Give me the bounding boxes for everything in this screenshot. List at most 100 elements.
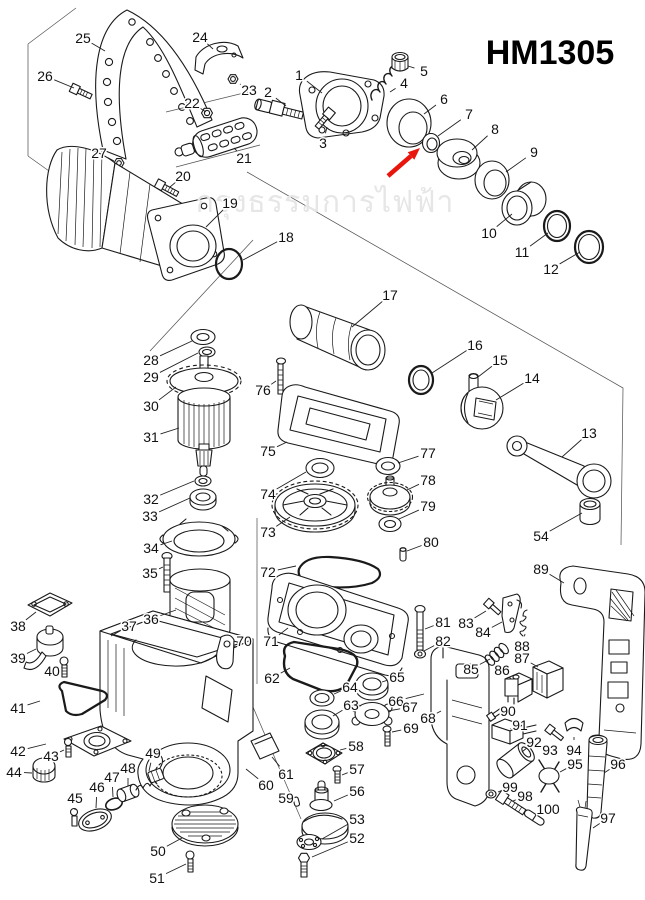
leader-line-12	[559, 251, 581, 265]
leader-line-83	[474, 610, 487, 619]
part-label-72: 72	[260, 564, 276, 580]
part-label-46: 46	[89, 779, 105, 795]
leader-line-82	[423, 645, 435, 652]
leader-line-98	[512, 799, 516, 802]
part-label-2: 2	[264, 84, 272, 100]
part-31-armature	[177, 387, 231, 477]
part-label-48: 48	[120, 760, 136, 776]
part-75-cover	[277, 384, 400, 466]
part-51-screw	[185, 850, 195, 873]
part-label-32: 32	[143, 491, 159, 507]
part-94-clamp	[564, 717, 584, 732]
part-66-rear-cover	[430, 645, 490, 807]
watermark: กรุงธรรมการไฟฟ้า	[196, 184, 455, 221]
part-90-screw	[486, 707, 504, 722]
part-96-cord-guard	[586, 734, 608, 819]
part-91-connector	[491, 718, 537, 745]
part-label-60: 60	[258, 777, 274, 793]
part-label-79: 79	[420, 498, 436, 514]
leader-line-87	[530, 662, 539, 668]
leader-line-15	[477, 365, 493, 378]
part-8-spring-guide	[436, 138, 481, 180]
leader-line-75	[276, 441, 288, 448]
leader-line-13	[561, 439, 582, 458]
part-label-47: 47	[104, 769, 120, 785]
part-label-25: 25	[75, 30, 91, 46]
leader-line-2	[275, 97, 287, 107]
part-70-plate	[216, 634, 235, 670]
part-label-84: 84	[475, 624, 491, 640]
leader-line-33	[158, 497, 191, 513]
red-pointer-arrow	[386, 148, 420, 178]
leader-line-73	[276, 516, 291, 527]
leader-line-32	[160, 480, 195, 496]
leader-line-63	[332, 709, 343, 717]
part-45-screw	[69, 807, 79, 827]
leader-line-17	[351, 301, 383, 328]
part-label-95: 95	[567, 756, 583, 772]
part-21-grip	[174, 117, 258, 158]
leader-line-11	[529, 232, 549, 247]
part-9-ring	[474, 160, 510, 200]
part-label-100: 100	[536, 801, 560, 817]
leader-line-81	[424, 625, 434, 630]
part-79-bearing	[378, 515, 402, 533]
part-86-switch	[504, 672, 533, 705]
part-10-sleeve	[501, 181, 547, 226]
part-label-73: 73	[260, 524, 276, 540]
part-11-ring	[542, 209, 572, 243]
part-label-1: 1	[295, 67, 303, 83]
leader-line-53	[321, 823, 349, 840]
part-64-ring	[309, 689, 335, 707]
part-74-bearing	[305, 457, 335, 479]
leader-line-22	[200, 108, 207, 113]
leader-line-72	[277, 565, 297, 571]
leader-line-71	[278, 627, 289, 636]
part-label-94: 94	[566, 742, 582, 758]
part-label-58: 58	[348, 738, 364, 754]
part-58-flange-plate	[305, 742, 343, 765]
part-62-gasket	[282, 640, 359, 693]
part-89-handle	[559, 565, 645, 760]
part-label-18: 18	[278, 229, 294, 245]
part-16-ring	[407, 364, 435, 396]
part-39-pump	[23, 625, 64, 671]
leader-line-5	[407, 65, 415, 69]
part-43-screw	[63, 737, 73, 758]
part-78-gear	[366, 475, 414, 516]
part-label-6: 6	[440, 91, 448, 107]
leader-line-84	[491, 621, 503, 628]
leader-line-19	[205, 209, 224, 228]
part-65-bearing	[355, 672, 389, 701]
part-48-plug	[116, 783, 140, 803]
part-69-screw	[382, 725, 392, 747]
part-label-74: 74	[260, 486, 276, 502]
part-6-bearing-ring	[386, 98, 432, 148]
part-3-bolt	[314, 106, 336, 130]
part-label-5: 5	[420, 63, 428, 79]
leader-line-7	[437, 119, 462, 137]
part-87-switch-cover	[532, 660, 564, 699]
part-label-83: 83	[458, 615, 474, 631]
part-label-92: 92	[526, 734, 542, 750]
leader-line-10	[496, 213, 513, 227]
part-33-bearing	[189, 488, 217, 511]
part-50-baffle-plate	[171, 804, 239, 847]
leader-line-95	[559, 768, 567, 773]
part-24-bracket	[194, 41, 244, 75]
part-label-61: 61	[278, 766, 294, 782]
part-35-screw	[161, 551, 173, 593]
part-17-cylinder	[289, 304, 386, 371]
part-label-39: 39	[10, 650, 26, 666]
crankcase-housing	[99, 610, 254, 806]
leader-line-43	[59, 749, 65, 753]
part-label-49: 49	[145, 745, 161, 761]
leader-line-28	[159, 340, 193, 357]
part-label-62: 62	[264, 670, 280, 686]
leader-line-18	[242, 241, 278, 261]
part-93-screw	[544, 723, 565, 742]
part-label-37: 37	[121, 618, 137, 634]
leader-line-86	[508, 676, 512, 680]
part-label-9: 9	[530, 144, 538, 160]
part-26-bolt	[68, 82, 93, 100]
